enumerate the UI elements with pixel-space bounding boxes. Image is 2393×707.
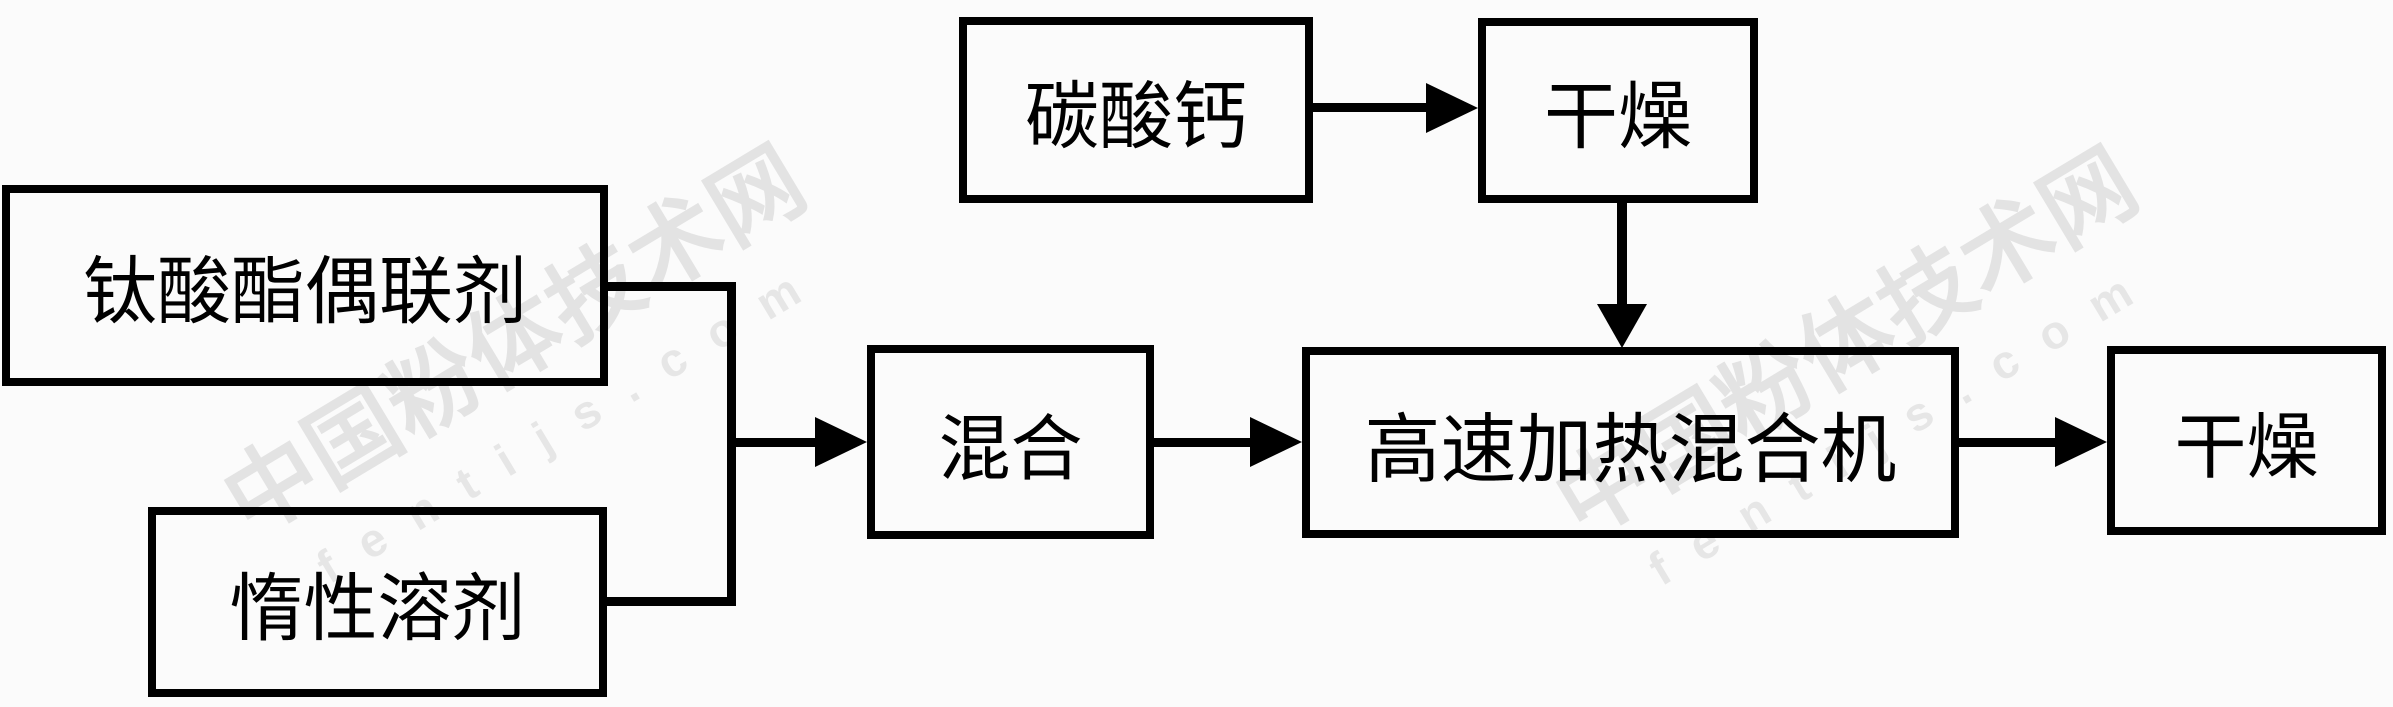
- arrowhead-into-mixer-icon: [1250, 417, 1302, 467]
- node-calcium-carbonate: 碳酸钙: [959, 17, 1313, 203]
- arrowhead-into-mixing-icon: [815, 417, 867, 467]
- node-label: 干燥: [1544, 77, 1692, 159]
- node-label: 混合: [938, 409, 1083, 490]
- connector-mixing-to-mixer: [1153, 438, 1252, 447]
- node-label: 干燥: [2174, 408, 2319, 488]
- node-drying-top: 干燥: [1478, 18, 1758, 203]
- node-high-speed-heating-mixer: 高速加热混合机: [1302, 347, 1959, 538]
- arrowhead-into-drying-top-icon: [1426, 83, 1478, 133]
- connector-calcium-to-drying: [1312, 103, 1428, 112]
- connector-mixer-to-drying: [1959, 438, 2057, 447]
- node-inert-solvent: 惰性溶剂: [148, 507, 607, 697]
- connector-inert-solvent-to-bus: [600, 597, 736, 606]
- connector-drying-to-mixer: [1617, 202, 1627, 305]
- node-label: 高速加热混合机: [1364, 408, 1897, 493]
- arrowhead-into-drying-final-icon: [2055, 417, 2107, 467]
- connector-bus-to-mixing: [731, 438, 817, 447]
- node-label: 惰性溶剂: [229, 568, 526, 651]
- node-titanate-coupling-agent: 钛酸酯偶联剂: [2, 185, 608, 386]
- node-drying-final: 干燥: [2107, 346, 2386, 535]
- connector-titanate-to-bus: [600, 282, 736, 291]
- node-label: 钛酸酯偶联剂: [83, 252, 527, 334]
- node-label: 碳酸钙: [1025, 76, 1247, 159]
- arrowhead-down-into-mixer-icon: [1597, 304, 1647, 348]
- node-mixing: 混合: [867, 345, 1154, 539]
